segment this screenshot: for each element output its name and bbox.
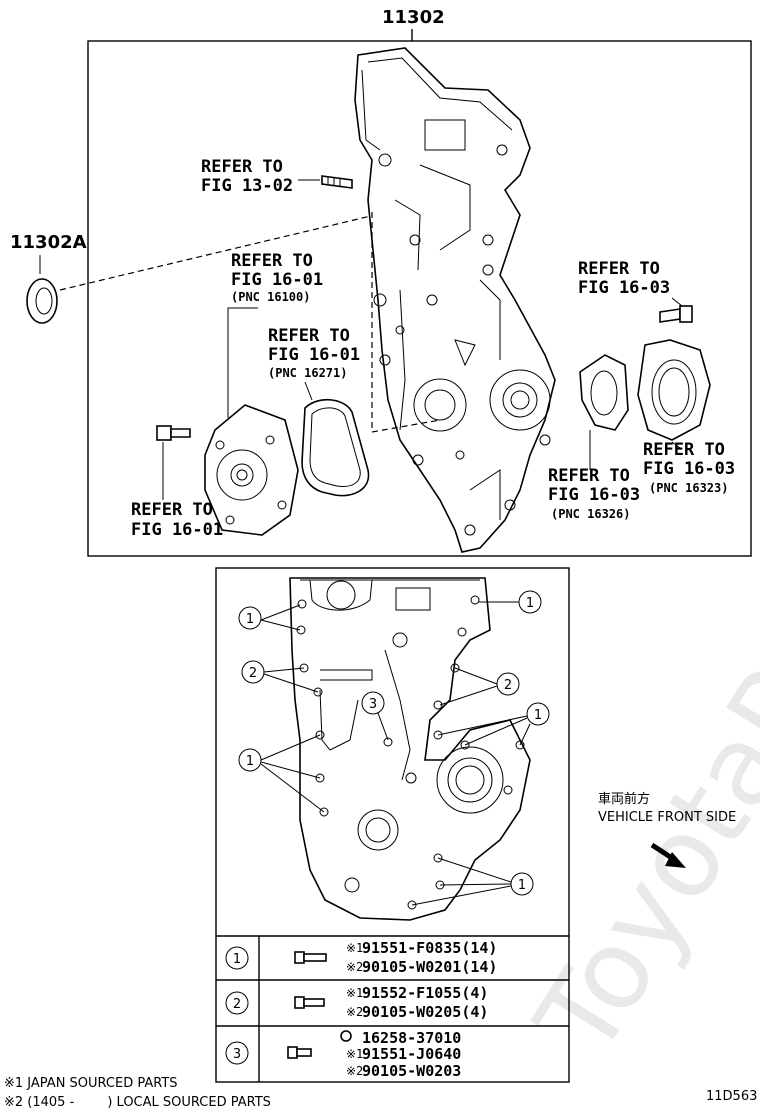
svg-text:1: 1	[518, 878, 526, 893]
callout-2-left[interactable]: 2	[241, 660, 319, 693]
pump-bolt[interactable]	[156, 425, 191, 441]
svg-text:※1: ※1	[346, 986, 363, 1000]
refer-fig-16-01-bolt[interactable]: REFER TO FIG 16-01	[131, 500, 223, 540]
refer-fig-16-03-bolt[interactable]: REFER TO FIG 16-03	[578, 259, 670, 298]
svg-text:91551-F0835(14): 91551-F0835(14)	[362, 939, 497, 957]
callout-3[interactable]: 3	[361, 691, 389, 741]
leader-16-01-gasket	[304, 381, 313, 401]
oil-seal-drawing[interactable]	[26, 278, 58, 324]
callout-1-upper-left[interactable]: 1	[238, 604, 301, 631]
svg-text:91551-J0640: 91551-J0640	[362, 1045, 461, 1063]
svg-text:90105-W0205(4): 90105-W0205(4)	[362, 1003, 488, 1021]
bolt-table	[216, 935, 569, 1082]
timing-chain-cover[interactable]	[354, 47, 556, 553]
svg-text:2: 2	[504, 678, 512, 693]
svg-text:※2: ※2	[346, 1064, 363, 1078]
detail-frame	[215, 567, 570, 1083]
svg-text:1: 1	[246, 612, 254, 627]
svg-text:1: 1	[526, 596, 534, 611]
svg-text:2: 2	[249, 666, 257, 681]
svg-text:※1: ※1	[346, 1047, 363, 1061]
top-frame	[87, 40, 752, 557]
housing-bolt[interactable]	[659, 305, 693, 323]
callout-1-middle-left[interactable]: 1	[238, 734, 325, 813]
refer-fig-16-03-gasket[interactable]: REFER TO FIG 16-03 (PNC 16326)	[548, 466, 650, 521]
svg-text:※1: ※1	[346, 941, 363, 955]
direction-arrow-icon	[650, 842, 686, 868]
part-number-11302a[interactable]: 11302A	[10, 232, 87, 253]
svg-text:※2: ※2	[346, 1005, 363, 1019]
callout-1-upper-right[interactable]: 1	[478, 590, 542, 614]
thermostat-gasket[interactable]	[579, 354, 629, 431]
direction-label-en: VEHICLE FRONT SIDE	[598, 810, 736, 825]
svg-text:2: 2	[233, 997, 241, 1012]
water-pump-gasket-inner	[309, 407, 361, 487]
direction-label-jp: 車両前方	[598, 791, 650, 807]
water-pump-gasket[interactable]	[301, 399, 370, 497]
svg-text:91552-F1055(4): 91552-F1055(4)	[362, 984, 488, 1002]
svg-text:3: 3	[369, 697, 377, 712]
refer-fig-16-01-gasket[interactable]: REFER TO FIG 16-01 (PNC 16271)	[268, 326, 370, 380]
refer-fig-16-03-housing[interactable]: REFER TO FIG 16-03 (PNC 16323)	[643, 440, 745, 495]
svg-text:1: 1	[233, 952, 241, 967]
svg-text:3: 3	[233, 1047, 241, 1062]
refer-fig-16-01-pump[interactable]: REFER TO FIG 16-01 (PNC 16100)	[231, 251, 333, 304]
svg-text:16258-37010: 16258-37010	[362, 1029, 461, 1047]
leader-16-03-bolt	[671, 297, 683, 307]
svg-text:1: 1	[534, 708, 542, 723]
cover-front-view[interactable]	[289, 577, 531, 921]
callout-1-lower-right[interactable]: 1	[411, 857, 534, 906]
bolt-row-2[interactable]: 2 ※1 91552-F1055(4) ※2 90105-W0205(4)	[225, 984, 488, 1021]
callout-2-right[interactable]: 2	[439, 667, 520, 706]
callout-1-middle-right[interactable]: 1	[437, 702, 550, 746]
svg-text:90105-W0201(14): 90105-W0201(14)	[362, 958, 497, 976]
cover-guide-line	[371, 212, 441, 433]
leader-16-03-housing	[671, 441, 681, 449]
refer-fig-13-02[interactable]: REFER TO FIG 13-02	[201, 157, 293, 196]
footnote-japan-sourced: ※1 JAPAN SOURCED PARTS	[4, 1076, 178, 1091]
part-number-11302[interactable]: 11302	[382, 7, 445, 28]
bolt-row-1[interactable]: 1 ※1 91551-F0835(14) ※2 90105-W0201(14)	[225, 939, 497, 976]
stud-bolt[interactable]	[321, 175, 353, 189]
oil-seal-guide-line	[59, 214, 376, 291]
svg-text:※2: ※2	[346, 960, 363, 974]
leader-16-01-pump	[227, 307, 258, 418]
footnote-local-sourced: ※2 (1405 - ) LOCAL SOURCED PARTS	[4, 1095, 271, 1110]
svg-text:1: 1	[246, 754, 254, 769]
svg-text:90105-W0203: 90105-W0203	[362, 1062, 461, 1080]
bolt-row-3[interactable]: 3 16258-37010 ※1 91551-J0640 ※2 90105-W0…	[225, 1029, 461, 1080]
water-inlet-housing[interactable]	[637, 339, 711, 441]
figure-code: 11D563	[706, 1089, 757, 1104]
water-pump[interactable]	[204, 404, 299, 536]
